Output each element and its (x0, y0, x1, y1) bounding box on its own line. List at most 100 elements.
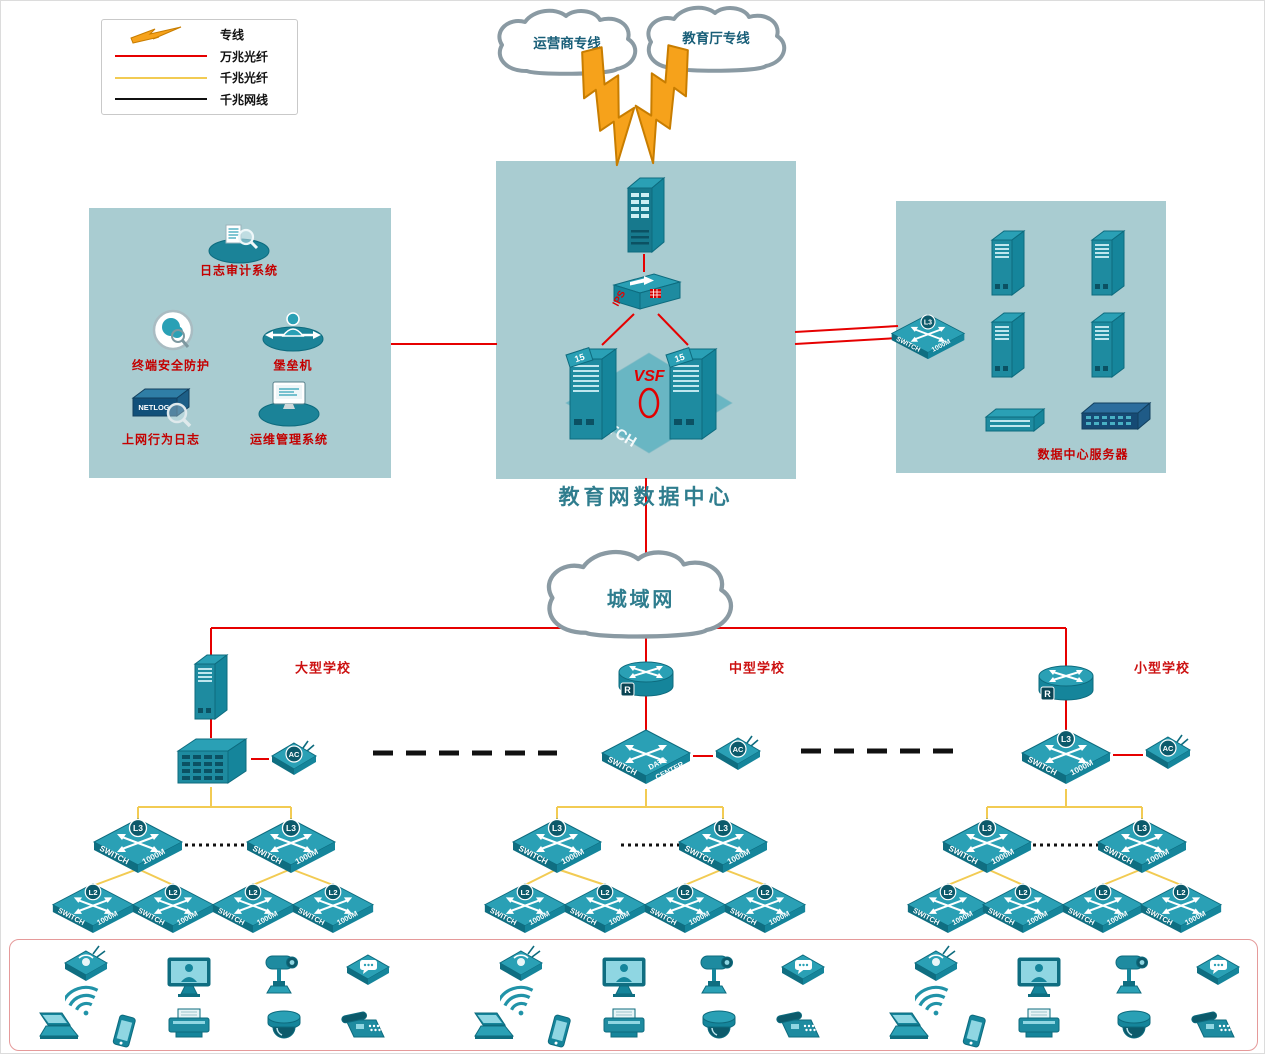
dc-servers-label: 数据中心服务器 (1037, 447, 1129, 462)
ptz-camera-icon (1113, 952, 1155, 998)
school-router-icon: R (617, 659, 675, 701)
school-core-switch-icon (172, 735, 250, 787)
dc-server-icon (987, 226, 1029, 300)
svg-text:L2: L2 (1176, 888, 1185, 897)
wireless-ap-icon (913, 945, 959, 983)
svg-text:L2: L2 (600, 888, 609, 897)
svg-text:L3: L3 (718, 823, 728, 833)
cloud-man: 城域网 (549, 552, 731, 636)
ptz-camera-icon (698, 952, 740, 998)
bastion-label: 堡垒机 (273, 358, 313, 373)
wireless-controller-icon: AC (714, 735, 762, 773)
log-audit-icon (206, 221, 272, 265)
lightning-icon (102, 26, 220, 44)
terminal-security-label: 终端安全防护 (131, 358, 211, 373)
svg-text:L2: L2 (248, 888, 257, 897)
svg-text:VSF: VSF (633, 368, 665, 385)
legend: 专线 万兆光纤 千兆光纤 千兆网线 (101, 19, 298, 115)
datacenter-title: 教育网数据中心 (558, 484, 734, 509)
svg-text:L3: L3 (1137, 823, 1147, 833)
pc-monitor-icon (166, 956, 212, 998)
wifi-signal-icon (911, 983, 957, 1019)
printer-icon (1016, 1007, 1062, 1039)
ip-phone-icon (1190, 1011, 1238, 1043)
cloud-man-label: 城域网 (607, 587, 675, 611)
log-audit-label: 日志审计系统 (199, 263, 279, 278)
ops-mgmt-icon (256, 380, 322, 428)
yellow-1g-links (94, 787, 1182, 886)
im-terminal-icon (1195, 951, 1241, 987)
legend-label: 万兆光纤 (220, 49, 269, 64)
smartphone-icon (960, 1014, 988, 1050)
svg-text:R: R (1044, 689, 1051, 699)
vsf-server-icon: 15 (564, 341, 622, 445)
svg-text:L2: L2 (88, 888, 97, 897)
black-line-swatch (115, 98, 207, 101)
cloud-isp: 运营商专线 (497, 8, 638, 76)
svg-text:L3: L3 (924, 320, 932, 327)
pc-monitor-icon (1016, 956, 1062, 998)
dome-camera-icon (1115, 1009, 1153, 1041)
small-school-label: 小型学校 (1133, 660, 1191, 676)
svg-text:NETLOG: NETLOG (138, 403, 169, 412)
laptop-icon (882, 1011, 930, 1043)
svg-text:AC: AC (289, 750, 300, 759)
svg-text:L3: L3 (133, 823, 143, 833)
svg-text:L2: L2 (1098, 888, 1107, 897)
svg-text:15: 15 (573, 352, 586, 365)
wifi-signal-icon (61, 983, 107, 1019)
svg-text:L2: L2 (168, 888, 177, 897)
pc-monitor-icon (601, 956, 647, 998)
svg-text:L2: L2 (760, 888, 769, 897)
cloud-isp-label: 运营商专线 (533, 35, 601, 51)
legend-label: 专线 (220, 28, 245, 43)
svg-text:L2: L2 (943, 888, 952, 897)
svg-text:L2: L2 (520, 888, 529, 897)
legend-item-dedicated-line: 专线 (102, 24, 297, 45)
wireless-ap-icon (63, 945, 109, 983)
black-cable-links (185, 748, 1099, 847)
legend-item-1g-cable: 千兆网线 (102, 89, 297, 110)
netlog-box-icon: NETLOG (129, 385, 193, 429)
cloud-edu: 教育厅专线 (646, 5, 787, 73)
dc-server-icon (1087, 226, 1129, 300)
laptop-icon (32, 1011, 80, 1043)
printer-icon (166, 1007, 212, 1039)
svg-text:L3: L3 (552, 823, 562, 833)
wireless-controller-icon: AC (1144, 734, 1192, 772)
svg-text:AC: AC (1163, 744, 1174, 753)
red-line-swatch (115, 55, 207, 58)
dome-camera-icon (265, 1009, 303, 1041)
ips-device-icon: IPS (608, 269, 684, 317)
wifi-signal-icon (496, 983, 542, 1019)
firewall-icon (620, 172, 668, 258)
im-terminal-icon (780, 951, 826, 987)
school-router-icon: R (1037, 663, 1095, 705)
large-school-label: 大型学校 (294, 660, 352, 676)
svg-text:L2: L2 (680, 888, 689, 897)
legend-label: 千兆光纤 (220, 71, 269, 86)
svg-text:L2: L2 (328, 888, 337, 897)
dome-camera-icon (700, 1009, 738, 1041)
dc-server-icon (1087, 308, 1129, 382)
yellow-line-swatch (115, 76, 207, 79)
printer-icon (601, 1007, 647, 1039)
